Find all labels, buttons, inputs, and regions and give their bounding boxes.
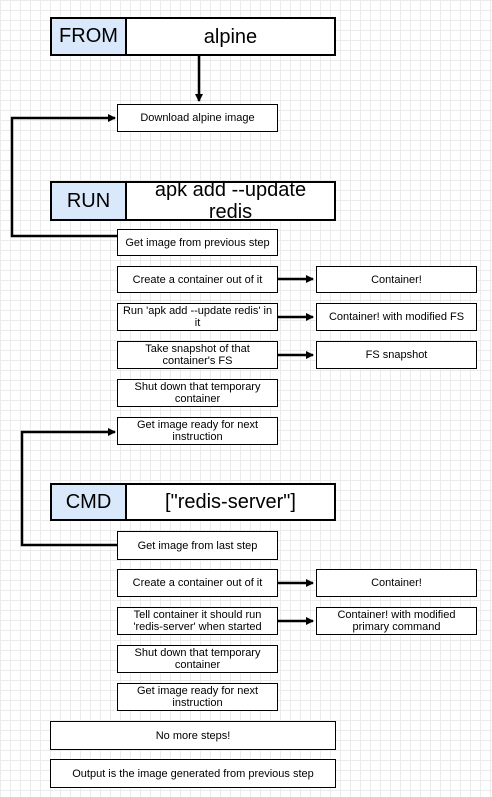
cmd-tag: CMD bbox=[50, 483, 127, 521]
step-cmd-tell: Tell container it should run 'redis-serv… bbox=[117, 607, 278, 635]
step-run-ready: Get image ready for next instruction bbox=[117, 417, 278, 445]
arrow-loop-run bbox=[10, 114, 118, 238]
cmd-value: ["redis-server"] bbox=[125, 483, 336, 521]
step-run-create: Create a container out of it bbox=[117, 266, 278, 293]
step-run-shutdown: Shut down that temporary container bbox=[117, 379, 278, 407]
step-cmd-get-image: Get image from last step bbox=[117, 531, 278, 560]
run-tag: RUN bbox=[50, 181, 127, 221]
result-run-fs-snapshot: FS snapshot bbox=[316, 341, 477, 369]
step-no-more: No more steps! bbox=[50, 721, 336, 750]
step-cmd-ready: Get image ready for next instruction bbox=[117, 683, 278, 711]
step-download: Download alpine image bbox=[117, 104, 278, 132]
arrow-loop-cmd bbox=[20, 428, 118, 547]
result-run-modified-fs: Container! with modified FS bbox=[316, 303, 477, 331]
result-run-container: Container! bbox=[316, 266, 477, 293]
step-output: Output is the image generated from previ… bbox=[50, 759, 336, 788]
from-tag: FROM bbox=[50, 17, 127, 56]
result-cmd-modified-command: Container! with modified primary command bbox=[316, 607, 477, 635]
step-run-snapshot: Take snapshot of that container's FS bbox=[117, 341, 278, 369]
result-cmd-container: Container! bbox=[316, 569, 477, 597]
step-run-get-image: Get image from previous step bbox=[117, 229, 278, 256]
step-cmd-shutdown: Shut down that temporary container bbox=[117, 645, 278, 673]
step-cmd-create: Create a container out of it bbox=[117, 569, 278, 597]
run-value: apk add --update redis bbox=[125, 179, 336, 223]
from-value: alpine bbox=[125, 17, 336, 56]
step-run-exec: Run 'apk add --update redis' in it bbox=[117, 303, 278, 331]
